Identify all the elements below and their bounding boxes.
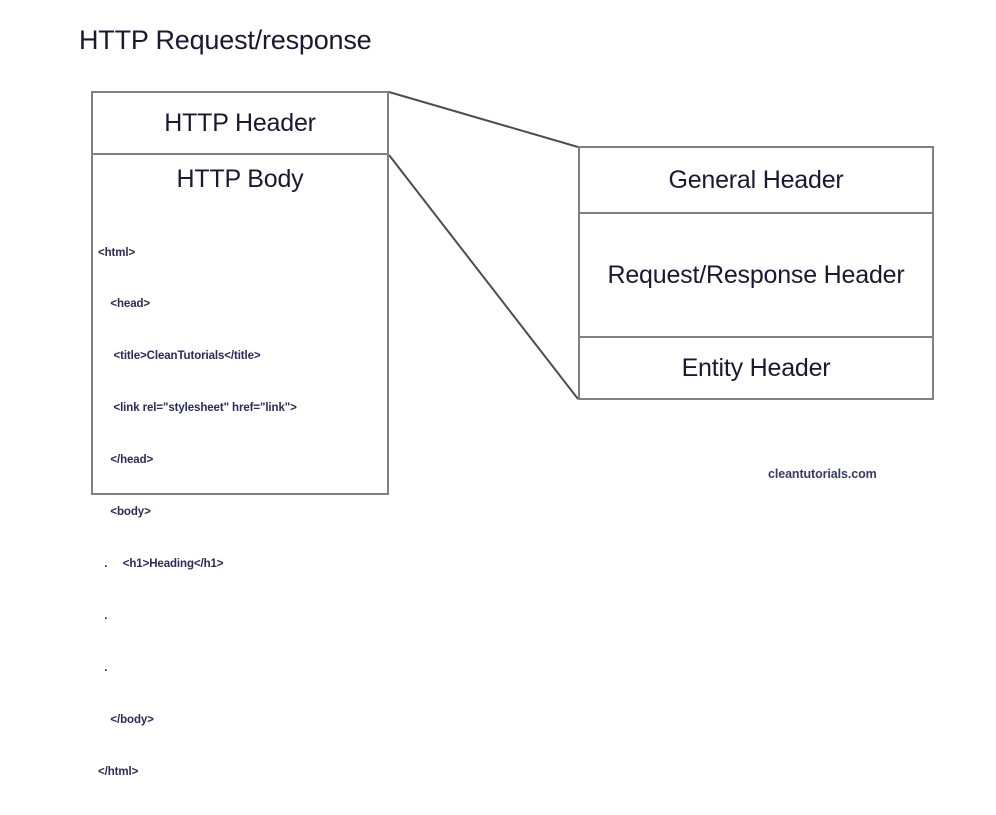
page-title: HTTP Request/response — [79, 25, 372, 55]
http-header-label: HTTP Header — [164, 108, 316, 137]
code-line: <html> — [98, 246, 136, 259]
code-line: </body> — [98, 713, 154, 726]
http-body-section: HTTP Body <html> <head> <title>CleanTuto… — [93, 155, 387, 778]
code-line: <head> — [98, 298, 151, 311]
code-line: <link rel="stylesheet" href="link"> — [98, 402, 297, 415]
connector-line-bottom — [388, 154, 579, 400]
diagram-root: HTTP Request/response HTTP Header HTTP B… — [79, 25, 934, 778]
request-response-header-label: Request/Response Header — [607, 260, 905, 289]
http-message-box: HTTP Header HTTP Body <html> <head> <tit… — [91, 91, 389, 778]
code-line: . <h1>Heading</h1> — [98, 557, 224, 570]
code-line: <title>CleanTutorials</title> — [98, 350, 261, 363]
code-line: . — [98, 609, 108, 622]
watermark: cleantutorials.com — [768, 467, 877, 481]
code-line: </html> — [98, 765, 139, 778]
code-line: </head> — [98, 454, 154, 467]
http-headers-box: General Header Request/Response Header E… — [578, 146, 934, 400]
code-line: <body> — [98, 506, 151, 519]
entity-header-label: Entity Header — [681, 353, 831, 382]
html-code-block: <html> <head> <title>CleanTutorials</tit… — [98, 210, 387, 815]
request-response-header-cell: Request/Response Header — [580, 214, 932, 338]
http-body-label: HTTP Body — [176, 165, 304, 193]
connector-line-top — [388, 91, 579, 148]
entity-header-cell: Entity Header — [580, 338, 932, 398]
general-header-cell: General Header — [580, 148, 932, 214]
general-header-label: General Header — [668, 165, 844, 194]
code-line: . — [98, 661, 108, 674]
http-header-section: HTTP Header — [93, 93, 387, 155]
